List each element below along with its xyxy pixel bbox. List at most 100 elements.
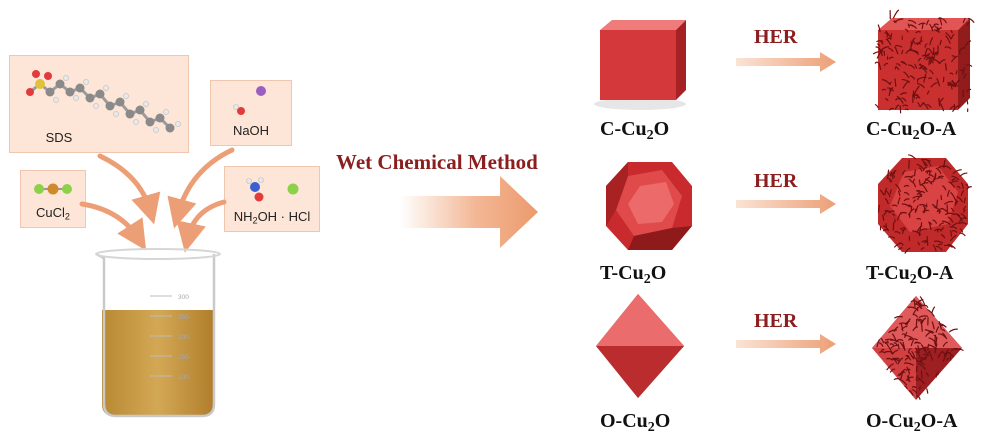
whisker-mark (918, 179, 921, 186)
whisker-mark (917, 241, 920, 246)
whisker-mark (926, 169, 931, 174)
whisker-mark (932, 244, 937, 252)
beaker-mark-250: 250 (178, 314, 189, 321)
whisker-mark (876, 338, 881, 348)
whisker-mark (919, 182, 929, 186)
beaker-mark-300: 300 (178, 294, 189, 301)
whisker-mark (948, 328, 958, 333)
whisker-mark (949, 355, 952, 361)
whisker-mark (911, 389, 918, 394)
whisker-mark (908, 159, 910, 169)
whisker-mark (924, 349, 931, 359)
her-label-3: HER (754, 310, 798, 332)
cucl2-main: CuCl (36, 205, 65, 220)
fuzzy-octahedron-icon (872, 296, 964, 400)
whisker-mark (876, 40, 884, 43)
whisker-mark (897, 357, 904, 365)
whisker-mark (916, 217, 922, 221)
whisker-mark (903, 198, 910, 202)
whisker-mark (955, 201, 959, 205)
cucl2-subscript: 2 (64, 211, 70, 222)
whisker-mark (900, 211, 908, 215)
whisker-mark (918, 315, 929, 319)
whisker-mark (913, 169, 917, 177)
product-label-cube-sub: 2 (646, 128, 654, 144)
whisker-mark (900, 61, 905, 65)
whisker-mark (915, 204, 919, 212)
whisker-mark (942, 352, 948, 362)
beaker-mark-100: 100 (178, 374, 189, 381)
whisker-mark (954, 79, 961, 87)
whisker-mark (891, 213, 896, 217)
whisker-mark (912, 195, 923, 199)
whisker-mark (963, 209, 966, 213)
beaker-mark-150: 150 (178, 354, 189, 361)
whisker-mark (899, 105, 902, 114)
whisker-mark (925, 331, 933, 337)
whisker-mark (875, 46, 881, 51)
whisker-mark (903, 71, 910, 79)
whisker-mark (880, 348, 885, 352)
whisker-mark (916, 303, 923, 310)
whisker-mark (884, 98, 889, 102)
whisker-mark (919, 228, 928, 232)
whisker-mark (966, 64, 973, 68)
whisker-mark (888, 346, 893, 355)
whisker-mark (899, 378, 908, 386)
whisker-mark (937, 227, 939, 233)
whisker-mark (930, 82, 938, 88)
whisker-mark (917, 76, 927, 81)
whisker-mark (921, 362, 926, 366)
whisker-mark (901, 333, 906, 336)
whisker-mark (951, 81, 959, 87)
whisker-mark (894, 46, 899, 55)
whisker-mark (920, 35, 923, 42)
whisker-mark (959, 232, 966, 237)
whisker-mark (892, 358, 901, 363)
whisker-mark (935, 245, 943, 251)
whisker-mark (879, 189, 885, 196)
whisker-mark (950, 347, 958, 352)
whisker-mark (885, 38, 892, 46)
whisker-mark (906, 376, 914, 381)
whisker-mark (917, 378, 922, 382)
whisker-mark (907, 23, 910, 28)
whisker-mark (917, 357, 927, 361)
activated-label-octahedron: O-Cu2O-A (866, 410, 957, 436)
whisker-mark (898, 368, 906, 377)
whisker-mark (937, 175, 944, 178)
whisker-mark (936, 177, 943, 180)
whisker-mark (959, 47, 967, 51)
whisker-mark (904, 357, 909, 361)
whisker-mark (949, 226, 958, 230)
whisker-mark (893, 315, 903, 319)
whisker-mark (912, 178, 916, 184)
activated-label-cube: C-Cu2O-A (866, 118, 956, 144)
whisker-mark (933, 23, 939, 26)
naoh-molecule-icon (233, 86, 266, 115)
hydroxylamine-panel: NH2OH · HCl (224, 166, 320, 232)
whisker-mark (881, 78, 891, 86)
fuzz-cube (872, 9, 975, 114)
whisker-mark (925, 372, 930, 377)
whisker-mark (917, 304, 926, 309)
whisker-mark (880, 46, 890, 52)
whisker-mark (950, 207, 955, 213)
her-arrow-2 (736, 194, 836, 214)
whisker-mark (959, 219, 961, 225)
whisker-mark (884, 197, 889, 205)
whisker-mark (912, 90, 916, 99)
whisker-mark (926, 159, 932, 167)
whisker-mark (882, 228, 889, 232)
whisker-mark (928, 170, 932, 176)
whisker-mark (919, 204, 928, 208)
whisker-mark (907, 306, 918, 310)
naoh-label: NaOH (232, 123, 270, 138)
whisker-mark (963, 197, 967, 204)
whisker-mark (904, 108, 909, 111)
fuzz-truncated (877, 154, 972, 254)
whisker-mark (909, 75, 916, 80)
whisker-mark (968, 17, 975, 24)
whisker-mark (891, 174, 894, 180)
whisker-mark (893, 342, 898, 346)
